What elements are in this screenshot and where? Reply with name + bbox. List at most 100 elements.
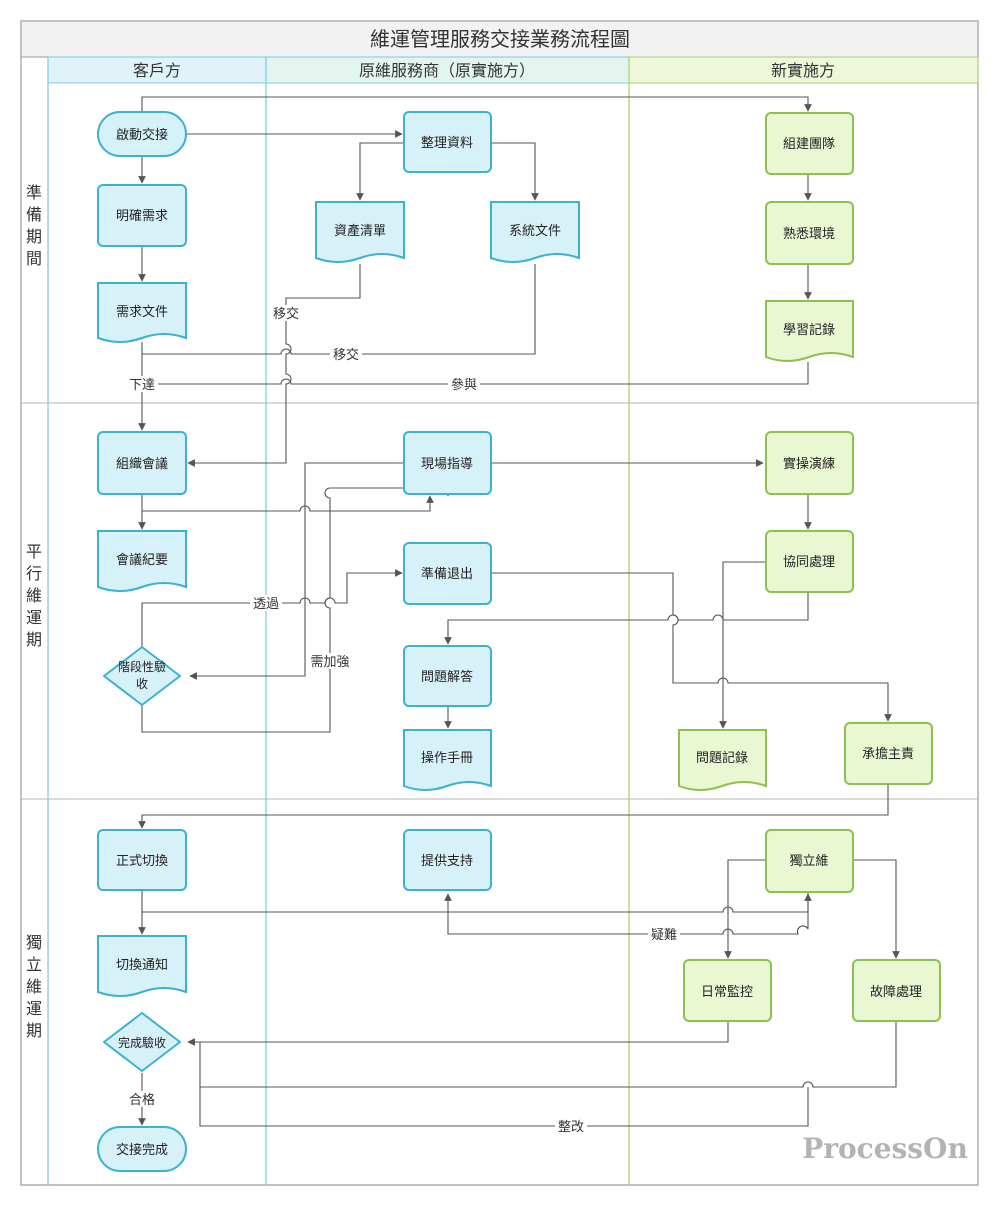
- edge-collab-to-qa: [444, 592, 809, 645]
- node-requirement-document[interactable]: 需求文件: [97, 282, 187, 343]
- node-onsite-guidance[interactable]: 現場指導: [403, 431, 492, 495]
- edge-rectify-loop: [199, 1087, 809, 1127]
- edge-learning-participate: [142, 362, 809, 385]
- svg-text:組建團隊: 組建團隊: [783, 136, 835, 152]
- svg-text:熟悉環境: 熟悉環境: [783, 226, 835, 242]
- edges: [138, 96, 900, 1127]
- node-issue-record[interactable]: 問題記錄: [678, 729, 767, 791]
- edge-guidance-to-acceptance: [189, 462, 404, 680]
- svg-text:切換通知: 切換通知: [116, 957, 168, 973]
- node-daily-monitoring[interactable]: 日常監控: [683, 959, 772, 1022]
- svg-text:問題解答: 問題解答: [421, 669, 473, 685]
- node-independent-ops[interactable]: 獨立維: [765, 829, 854, 893]
- svg-text:獨立維: 獨立維: [789, 854, 828, 869]
- svg-text:故障處理: 故障處理: [870, 985, 922, 1000]
- svg-text:啟動交接: 啟動交接: [116, 127, 168, 143]
- edge-organize-to-asset: [356, 142, 404, 201]
- node-operation-manual[interactable]: 操作手冊: [403, 729, 492, 791]
- edge-collab-to-issue: [719, 561, 766, 729]
- svg-text:組織會議: 組織會議: [116, 457, 168, 472]
- edge-ops-to-monitor: [724, 859, 766, 959]
- node-build-team[interactable]: 組建團隊: [765, 112, 854, 175]
- node-handover-done[interactable]: 交接完成: [97, 1126, 187, 1172]
- node-organize-meeting[interactable]: 組織會議: [97, 431, 187, 495]
- edge-system-doc-join: [142, 264, 536, 355]
- edge-asset-to-meeting: [187, 264, 361, 467]
- node-stage-acceptance-line1: 階段性驗收: [118, 659, 166, 691]
- edge-label-handover-2: 移交: [333, 347, 359, 363]
- svg-text:提供支持: 提供支持: [421, 853, 473, 869]
- edge-label-participate: 參與: [451, 378, 477, 393]
- edge-label-via: 透過: [253, 597, 279, 612]
- svg-text:準備期間: 準備期間: [26, 183, 42, 268]
- node-familiar-environment[interactable]: 熟悉環境: [765, 201, 854, 265]
- node-collaborative-handling[interactable]: 協同處理: [765, 530, 854, 593]
- svg-text:明確需求: 明確需求: [116, 208, 168, 224]
- node-question-answer[interactable]: 問題解答: [403, 645, 492, 707]
- edge-ops-to-fault: [853, 859, 900, 959]
- edge-label-strengthen: 需加強: [310, 655, 349, 670]
- phase-label-parallel: 平行維運期: [26, 542, 42, 649]
- svg-text:整理資料: 整理資料: [421, 136, 473, 151]
- svg-text:日常監控: 日常監控: [701, 984, 753, 1000]
- svg-text:交接完成: 交接完成: [116, 1142, 168, 1158]
- svg-text:現場指導: 現場指導: [421, 457, 473, 472]
- node-take-lead[interactable]: 承擔主責: [844, 722, 933, 785]
- edge-exit-to-lead: [491, 572, 892, 722]
- svg-text:協同處理: 協同處理: [783, 555, 835, 570]
- svg-text:平行維運期: 平行維運期: [26, 542, 42, 649]
- edge-acceptance-strengthen: [141, 487, 452, 733]
- lane-label-new: 新實施方: [771, 61, 835, 80]
- node-provide-support[interactable]: 提供支持: [403, 829, 492, 891]
- edge-fault-loop: [199, 1021, 897, 1088]
- svg-text:學習記錄: 學習記錄: [783, 322, 835, 338]
- node-asset-list[interactable]: 資產清單: [315, 201, 405, 263]
- svg-text:問題記錄: 問題記錄: [696, 750, 748, 766]
- diagram-title: 維運管理服務交接業務流程圖: [370, 27, 630, 51]
- edge-label-issue: 下達: [129, 378, 155, 393]
- svg-text:完成驗收: 完成驗收: [118, 1035, 166, 1050]
- svg-text:獨立維運期: 獨立維運期: [26, 933, 42, 1040]
- node-switch-notice[interactable]: 切換通知: [97, 935, 187, 997]
- edge-meeting-to-guidance: [142, 495, 434, 512]
- edge-monitor-to-acceptance: [187, 1021, 729, 1046]
- node-formal-switch[interactable]: 正式切換: [97, 829, 187, 891]
- edge-start-to-build-team: [141, 96, 812, 112]
- node-stage-acceptance[interactable]: 階段性驗收: [103, 646, 181, 706]
- node-meeting-minutes[interactable]: 會議紀要: [97, 530, 187, 592]
- node-prepare-exit[interactable]: 準備退出: [403, 542, 492, 605]
- lane-label-original: 原維服務商（原實施方）: [359, 61, 535, 80]
- node-start-handover[interactable]: 啟動交接: [97, 111, 187, 157]
- node-clarify-requirements[interactable]: 明確需求: [97, 184, 187, 247]
- svg-text:承擔主責: 承擔主責: [862, 747, 914, 762]
- node-complete-acceptance[interactable]: 完成驗收: [103, 1012, 181, 1072]
- svg-text:需求文件: 需求文件: [116, 305, 168, 320]
- lane-header-client: [47, 56, 267, 84]
- svg-text:操作手冊: 操作手冊: [421, 750, 473, 766]
- lane-label-client: 客戶方: [133, 61, 181, 80]
- svg-text:系統文件: 系統文件: [509, 224, 561, 239]
- edge-lead-to-switch: [138, 784, 889, 829]
- node-learning-record[interactable]: 學習記錄: [765, 300, 854, 362]
- svg-text:實操演練: 實操演練: [783, 456, 835, 472]
- edge-label-difficulty: 疑難: [651, 927, 677, 943]
- edge-label-rectify: 整改: [558, 1120, 584, 1135]
- node-organize-data[interactable]: 整理資料: [403, 111, 492, 173]
- node-system-document[interactable]: 系統文件: [490, 201, 580, 263]
- edge-label-handover-1: 移交: [273, 306, 299, 322]
- edge-switch-to-ops: [142, 893, 812, 913]
- svg-text:準備退出: 準備退出: [421, 566, 473, 582]
- edge-labels: 移交 移交 下達 參與 透過 需加強 疑難 合格 整改: [126, 305, 680, 1135]
- node-fault-handling[interactable]: 故障處理: [852, 959, 941, 1022]
- edge-organize-to-system: [491, 142, 539, 201]
- svg-text:資產清單: 資產清單: [334, 223, 386, 239]
- phase-label-independent: 獨立維運期: [26, 933, 42, 1040]
- edge-label-qualified: 合格: [129, 1092, 155, 1108]
- svg-text:會議紀要: 會議紀要: [116, 553, 168, 568]
- phase-label-prep: 準備期間: [26, 183, 42, 268]
- edge-ops-to-support: [444, 892, 809, 935]
- processon-watermark: ProcessOn: [802, 1132, 968, 1165]
- svg-text:正式切換: 正式切換: [116, 854, 168, 869]
- node-practice-drill[interactable]: 實操演練: [765, 431, 854, 495]
